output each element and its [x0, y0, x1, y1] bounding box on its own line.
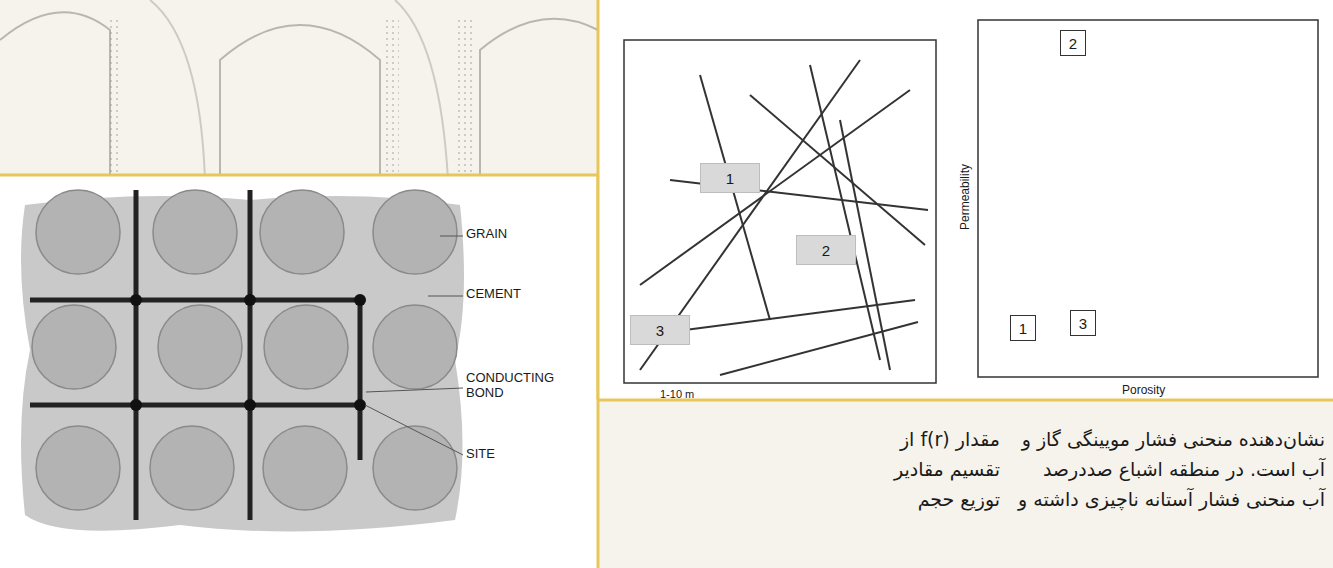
part-label: CONDUCTING BOND	[466, 370, 576, 400]
grain	[32, 190, 457, 510]
callout-number: 1	[1019, 320, 1027, 337]
body-text: توزیع حجم	[918, 488, 1000, 510]
plot-marker-box: 3	[1070, 310, 1096, 336]
zone-box: 3	[630, 315, 690, 345]
axis-label: Porosity	[1122, 383, 1165, 397]
body-text: مقدار f(r) از	[900, 428, 1000, 450]
zone-box: 1	[700, 163, 760, 193]
callout-number: 2	[822, 242, 830, 259]
right-panel	[598, 0, 1333, 400]
body-text: نشان‌دهنده منحنی فشار مویینگی گاز و	[1022, 428, 1325, 450]
callout-number: 3	[1079, 315, 1087, 332]
site	[130, 294, 366, 411]
callout-number: 3	[656, 322, 664, 339]
part-label: GRAIN	[466, 226, 507, 241]
fracture-frame	[624, 40, 936, 383]
body-text: آب است. در منطقه اشباع صددرصد	[1043, 458, 1325, 480]
leader-line	[365, 236, 463, 455]
conducting-bond	[30, 190, 365, 520]
left-panel	[0, 175, 598, 568]
plot-frame	[978, 20, 1318, 377]
part-label: CEMENT	[466, 286, 521, 301]
callout-number: 1	[726, 170, 734, 187]
part-label: SITE	[466, 446, 495, 461]
panel-border	[597, 0, 600, 400]
body-text: تقسیم مقادیر	[894, 458, 1000, 480]
dimension: 1-10 m	[660, 388, 694, 400]
panel-border	[598, 399, 1333, 402]
body-text: آب منحنی فشار آستانه ناچیزی داشته و	[1018, 488, 1325, 510]
plot-marker-box: 1	[1010, 315, 1036, 341]
callout-number: 2	[1069, 35, 1077, 52]
axis-label: Permeability	[958, 164, 972, 230]
plot-marker-box: 2	[1060, 30, 1086, 56]
background-arches	[0, 0, 598, 180]
zone-box: 2	[796, 235, 856, 265]
